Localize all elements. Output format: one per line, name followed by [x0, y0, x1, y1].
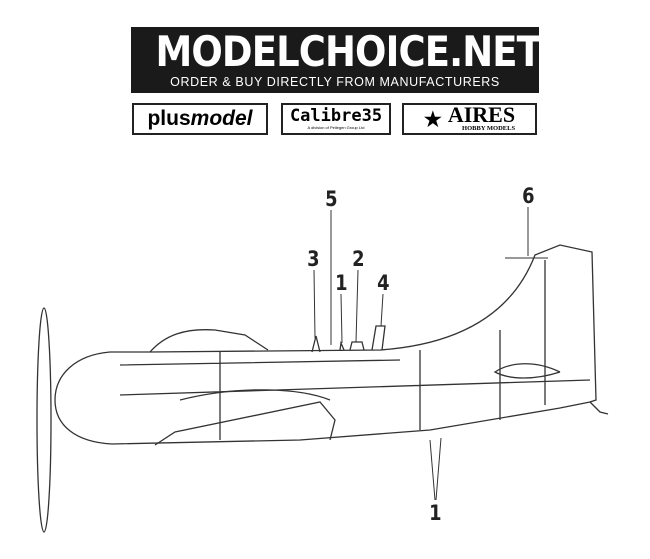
- logo-text: model: [190, 107, 253, 130]
- panel-lines: [119, 260, 591, 440]
- propeller: [36, 307, 52, 533]
- callout-1-top: 1: [335, 271, 348, 295]
- callout-2: 2: [352, 247, 365, 271]
- modelchoice-banner: MODELCHOICE.NET ORDER & BUY DIRECTLY FRO…: [131, 27, 539, 93]
- tailwheel: [589, 401, 609, 415]
- callout-1-bottom: 1: [429, 501, 442, 525]
- antennas: [311, 325, 386, 353]
- leader-lines: [313, 207, 548, 501]
- star-icon: ★: [423, 108, 442, 131]
- wing: [154, 401, 336, 446]
- banner-title: MODELCHOICE.NET: [155, 27, 539, 76]
- banner-subtitle: ORDER & BUY DIRECTLY FROM MANUFACTURERS: [170, 75, 500, 89]
- wing-root: [179, 389, 331, 401]
- callout-3: 3: [307, 247, 320, 271]
- logo-subtext: A division of Pellegen Group Ltd: [307, 125, 365, 130]
- logo-subtext: HOBBY MODELS: [462, 125, 516, 132]
- canopy: [149, 329, 269, 353]
- callout-6: 6: [522, 184, 535, 208]
- logo-text: Calibre35: [289, 106, 383, 126]
- callout-5: 5: [325, 187, 338, 211]
- fuselage-outline: [110, 244, 597, 445]
- callout-4: 4: [377, 271, 390, 295]
- cowling: [54, 351, 113, 445]
- logo-text: plus: [147, 107, 191, 130]
- logo-text: AIRES: [447, 102, 516, 127]
